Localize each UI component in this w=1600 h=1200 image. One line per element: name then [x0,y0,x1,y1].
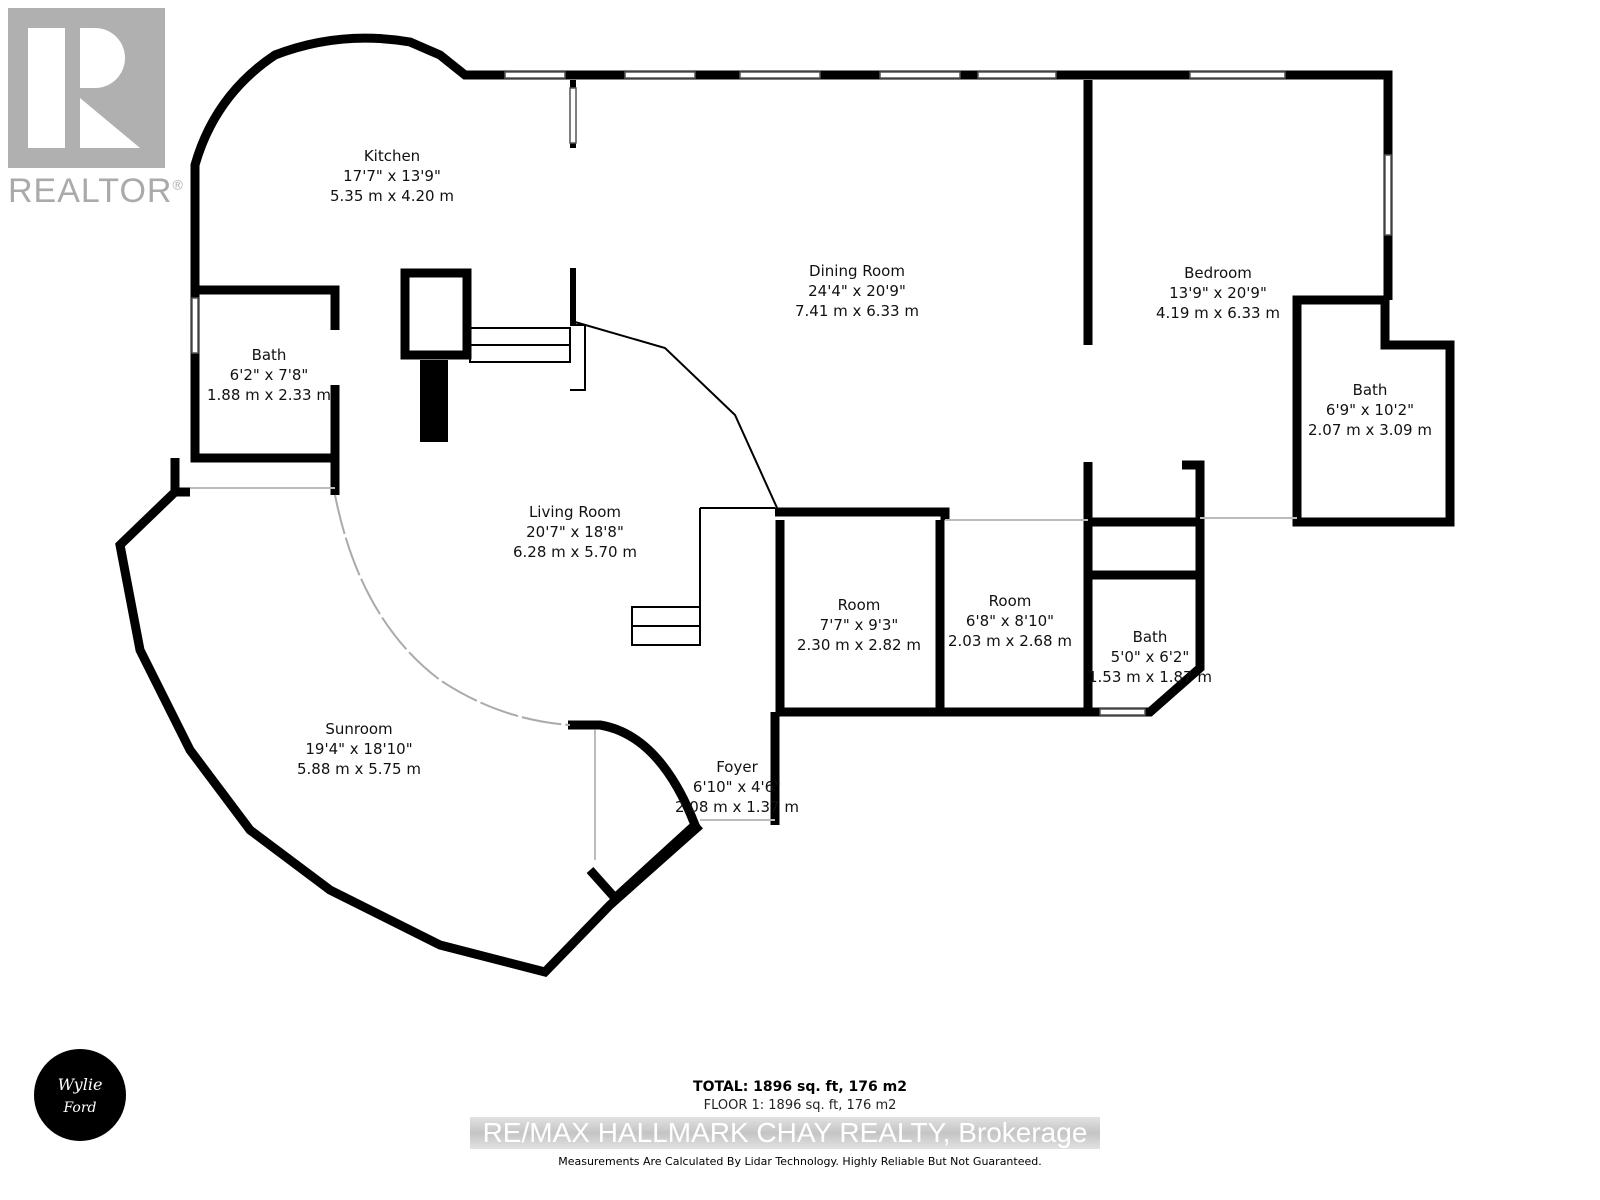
room-size-imperial: 19'4" x 18'10" [305,740,412,758]
floor-area: FLOOR 1: 1896 sq. ft, 176 m2 [703,1098,897,1113]
living-curved-opening [574,321,779,511]
realtor-logo [8,8,165,168]
room-name: Kitchen [364,147,420,165]
room-name: Sunroom [325,720,392,738]
fireplace [420,360,448,442]
room-size-metric: 2.07 m x 3.09 m [1308,421,1432,439]
room-size-imperial: 6'10" x 4'6" [693,778,781,796]
room-name: Foyer [716,758,758,776]
room-size-imperial: 20'7" x 18'8" [526,523,624,541]
total-area: TOTAL: 1896 sq. ft, 176 m2 [693,1079,907,1095]
room-size-metric: 1.53 m x 1.87 m [1088,668,1212,686]
room-size-metric: 7.41 m x 6.33 m [795,302,919,320]
room-size-metric: 2.08 m x 1.37 m [675,798,799,816]
wylie-ford-logo: Wylie Ford [34,1049,126,1141]
realtor-logo-text: REALTOR® [8,172,184,210]
room-name: Living Room [529,503,621,521]
room-size-metric: 6.28 m x 5.70 m [513,543,637,561]
room-size-metric: 2.03 m x 2.68 m [948,632,1072,650]
room-name: Bath [1133,628,1168,646]
room-name: Room [838,596,881,614]
bedroom-bath-walls [1292,295,1455,527]
room-size-imperial: 6'2" x 7'8" [230,366,309,384]
room-size-imperial: 24'4" x 20'9" [808,282,906,300]
svg-text:Wylie: Wylie [58,1075,103,1094]
room-size-metric: 4.19 m x 6.33 m [1156,304,1280,322]
room-name: Bedroom [1184,264,1252,282]
openings [190,487,1297,860]
room-size-metric: 5.88 m x 5.75 m [297,760,421,778]
room-name: Room [989,592,1032,610]
room-name: Bath [1353,381,1388,399]
sunroom-opening [334,494,571,726]
left-bath-walls [170,285,340,497]
chimney [400,268,472,360]
brokerage-watermark: RE/MAX HALLMARK CHAY REALTY, Brokerage [470,1117,1100,1149]
sunroom-walls [115,488,703,978]
room-size-imperial: 5'0" x 6'2" [1111,648,1190,666]
stairs [469,324,775,646]
room-size-imperial: 17'7" x 13'9" [343,167,441,185]
svg-text:Ford: Ford [62,1100,96,1116]
windows [191,71,1392,716]
rooms-block-walls [770,507,1205,825]
room-size-metric: 2.30 m x 2.82 m [797,636,921,654]
room-size-imperial: 6'8" x 8'10" [966,612,1054,630]
room-size-imperial: 7'7" x 9'3" [820,616,899,634]
disclaimer: Measurements Are Calculated By Lidar Tec… [558,1155,1042,1168]
room-name: Dining Room [809,262,905,280]
room-size-metric: 5.35 m x 4.20 m [330,187,454,205]
room-labels: Kitchen 17'7" x 13'9" 5.35 m x 4.20 m Dini… [207,147,1432,816]
foyer-arc-wall [568,720,701,905]
room-name: Bath [252,346,287,364]
kitchen-curved-wall [190,33,1393,300]
room-size-imperial: 13'9" x 20'9" [1169,284,1267,302]
room-size-imperial: 6'9" x 10'2" [1326,401,1414,419]
room-size-metric: 1.88 m x 2.33 m [207,386,331,404]
